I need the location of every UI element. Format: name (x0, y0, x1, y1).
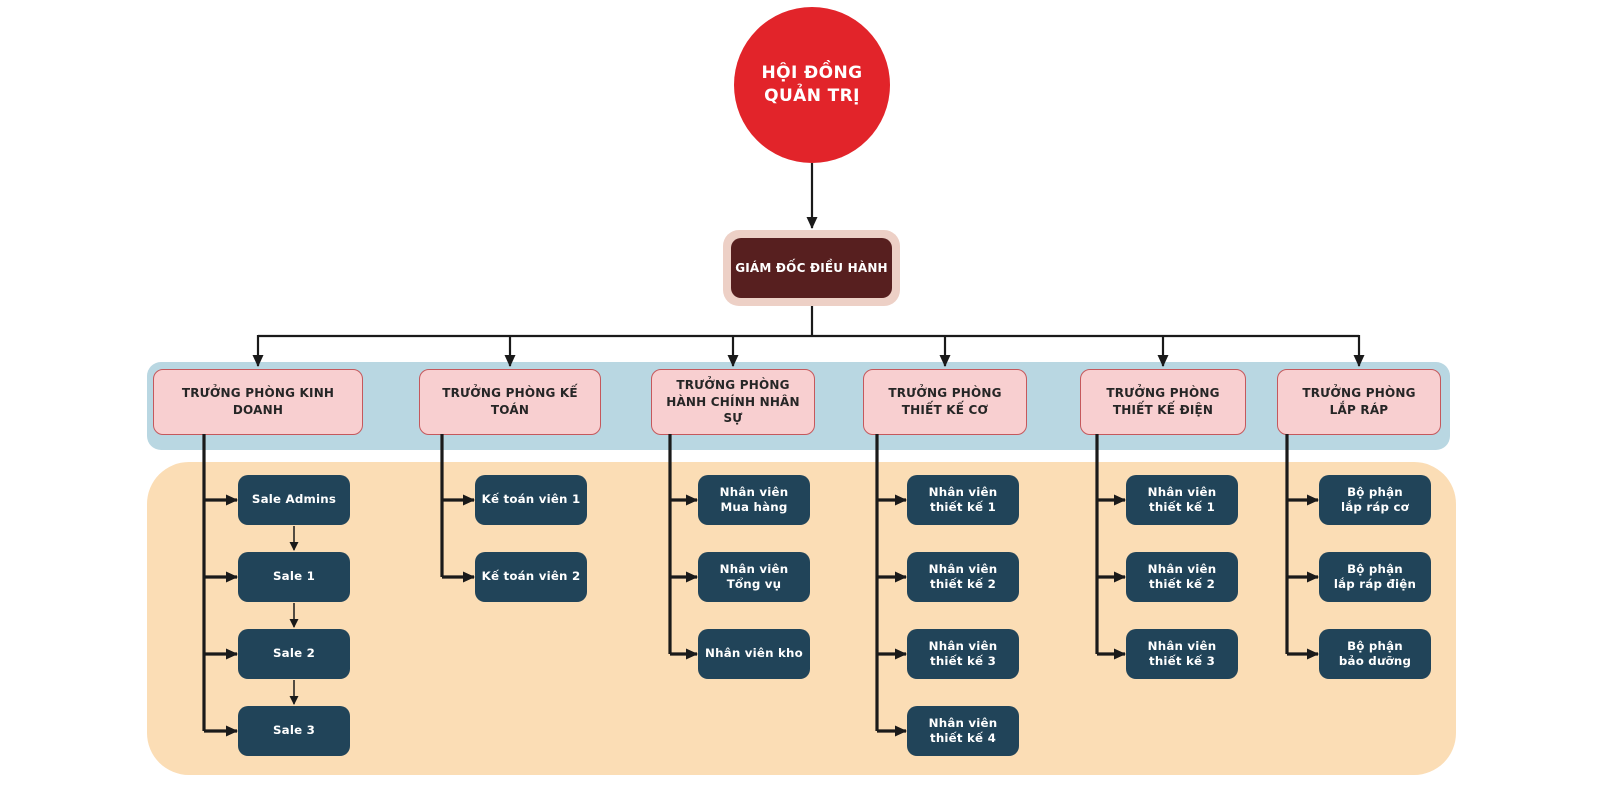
staff-box: Nhân viên thiết kế 1 (907, 475, 1019, 525)
dept-label: TRƯỞNG PHÒNG KINH DOANH (181, 386, 335, 417)
staff-label: Sale Admins (251, 492, 337, 507)
staff-label: Nhân viên thiết kế 4 (928, 715, 998, 745)
staff-label: Nhân viên thiết kế 2 (928, 561, 998, 591)
staff-box: Nhân viên kho (698, 629, 810, 679)
dept-box-thiet-ke-dien: TRƯỞNG PHÒNG THIẾT KẾ ĐIỆN (1080, 369, 1246, 435)
dept-label: TRƯỞNG PHÒNG THIẾT KẾ CƠ (888, 386, 1002, 417)
staff-box: Kế toán viên 2 (475, 552, 587, 602)
staff-label: Nhân viên Mua hàng (719, 484, 789, 514)
staff-label: Nhân viên thiết kế 2 (1147, 561, 1217, 591)
ceo-label: GIÁM ĐỐC ĐIỀU HÀNH (735, 261, 888, 275)
dept-label: TRƯỞNG PHÒNG LẮP RÁP (1302, 386, 1416, 417)
dept-box-hanh-chinh-nhan-su: TRƯỞNG PHÒNG HÀNH CHÍNH NHÂN SỰ (651, 369, 815, 435)
staff-box: Nhân viên Mua hàng (698, 475, 810, 525)
staff-label: Sale 1 (272, 569, 316, 584)
staff-label: Bộ phận bảo dưỡng (1338, 638, 1412, 668)
staff-box: Nhân viên thiết kế 3 (1126, 629, 1238, 679)
staff-label: Nhân viên Tổng vụ (719, 561, 789, 591)
staff-label: Sale 3 (272, 723, 316, 738)
staff-label: Nhân viên thiết kế 1 (928, 484, 998, 514)
staff-box: Nhân viên thiết kế 3 (907, 629, 1019, 679)
org-node-board: HỘI ĐỒNG QUẢN TRỊ (734, 7, 890, 163)
staff-label: Sale 2 (272, 646, 316, 661)
staff-box: Sale 3 (238, 706, 350, 756)
staff-box: Nhân viên thiết kế 2 (1126, 552, 1238, 602)
dept-box-kinh-doanh: TRƯỞNG PHÒNG KINH DOANH (153, 369, 363, 435)
dept-box-thiet-ke-co: TRƯỞNG PHÒNG THIẾT KẾ CƠ (863, 369, 1027, 435)
staff-box: Kế toán viên 1 (475, 475, 587, 525)
ceo-inner-box: GIÁM ĐỐC ĐIỀU HÀNH (731, 238, 892, 298)
staff-label: Bộ phận lắp ráp điện (1333, 561, 1417, 591)
dept-box-ke-toan: TRƯỞNG PHÒNG KẾ TOÁN (419, 369, 601, 435)
dept-label: TRƯỞNG PHÒNG HÀNH CHÍNH NHÂN SỰ (666, 377, 800, 426)
staff-label: Nhân viên thiết kế 1 (1147, 484, 1217, 514)
staff-box: Nhân viên thiết kế 4 (907, 706, 1019, 756)
org-node-ceo: GIÁM ĐỐC ĐIỀU HÀNH (723, 230, 900, 306)
staff-label: Nhân viên thiết kế 3 (1147, 638, 1217, 668)
staff-box: Nhân viên thiết kế 1 (1126, 475, 1238, 525)
staff-label: Kế toán viên 2 (481, 569, 581, 584)
staff-box: Bộ phận lắp ráp cơ (1319, 475, 1431, 525)
dept-label: TRƯỞNG PHÒNG THIẾT KẾ ĐIỆN (1106, 386, 1220, 417)
staff-box: Bộ phận bảo dưỡng (1319, 629, 1431, 679)
board-label: HỘI ĐỒNG QUẢN TRỊ (761, 63, 863, 106)
staff-box: Sale 1 (238, 552, 350, 602)
staff-label: Bộ phận lắp ráp cơ (1341, 484, 1409, 514)
staff-box: Sale 2 (238, 629, 350, 679)
dept-label: TRƯỞNG PHÒNG KẾ TOÁN (442, 386, 578, 417)
staff-box: Nhân viên thiết kế 2 (907, 552, 1019, 602)
staff-label: Kế toán viên 1 (481, 492, 581, 507)
staff-box: Sale Admins (238, 475, 350, 525)
staff-label: Nhân viên thiết kế 3 (928, 638, 998, 668)
staff-box: Nhân viên Tổng vụ (698, 552, 810, 602)
staff-label: Nhân viên kho (705, 646, 803, 661)
dept-box-lap-rap: TRƯỞNG PHÒNG LẮP RÁP (1277, 369, 1441, 435)
staff-box: Bộ phận lắp ráp điện (1319, 552, 1431, 602)
